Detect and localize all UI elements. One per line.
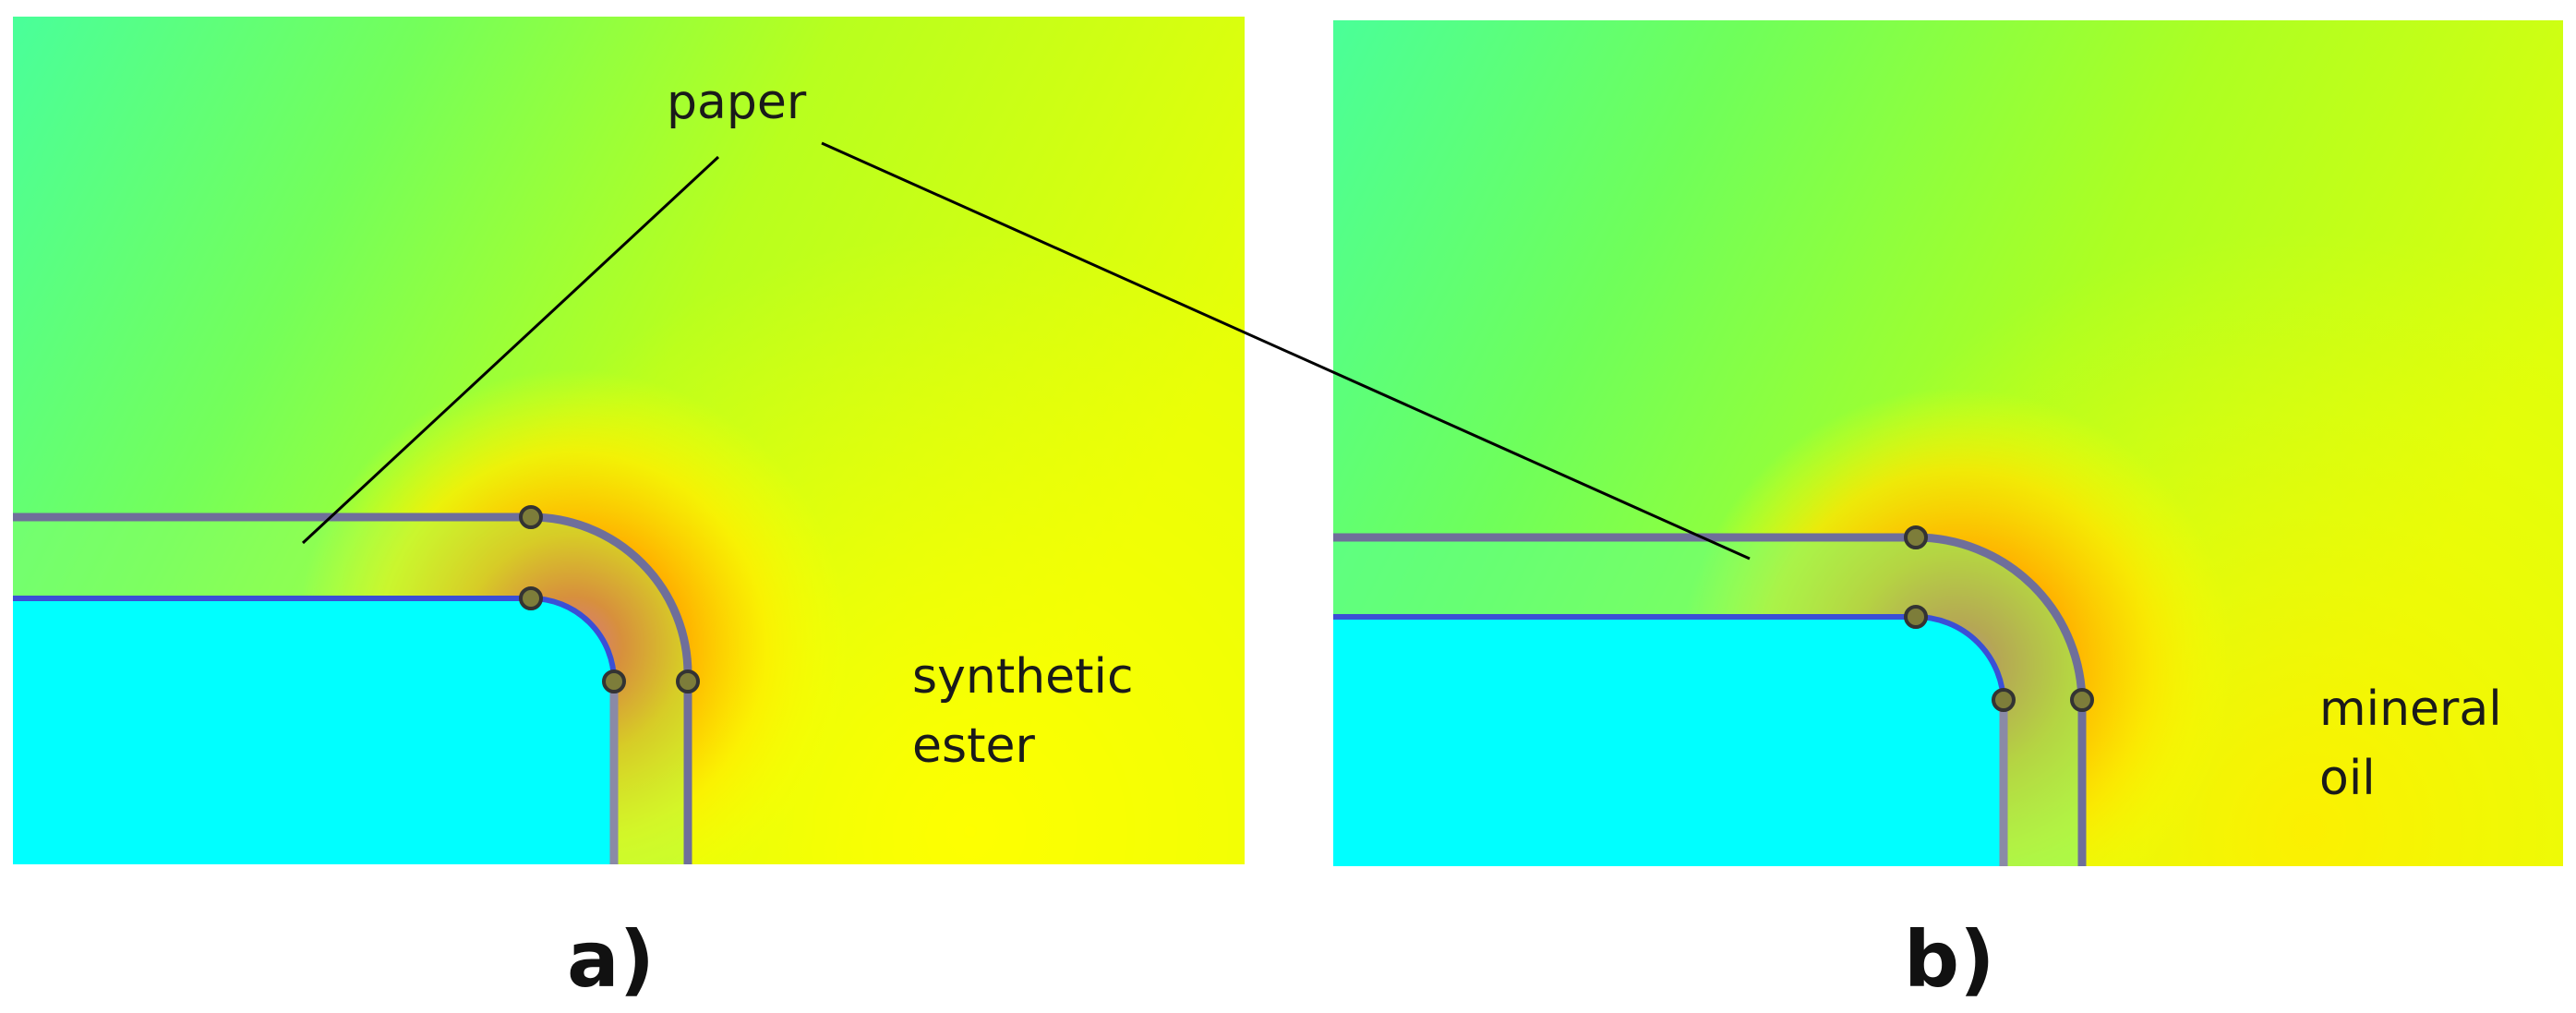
panel-a-paper-layer [13, 517, 688, 864]
panel-a-medium-label-line1: synthetic [912, 649, 1134, 705]
panel-b-mesh-nodes [1904, 525, 2094, 712]
paper-label: paper [667, 75, 807, 130]
panel-a-conductor [13, 598, 614, 864]
panel-b-medium-label-line2: oil [2319, 751, 2376, 806]
panel-b-conductor [1333, 617, 2004, 866]
panel-b [1333, 20, 2563, 866]
panel-a-medium-label-line2: ester [912, 718, 1035, 774]
leader-line-b [821, 141, 1751, 561]
panel-b-medium-label-line1: mineral [2319, 681, 2502, 737]
panel-b-caption: b) [1904, 914, 1995, 1005]
panel-a [13, 17, 1245, 864]
paper-leader-lines [301, 141, 1751, 561]
leader-line-a [301, 155, 720, 545]
panel-a-paper-outline [13, 513, 692, 864]
panel-a-mesh-nodes [519, 505, 700, 693]
panel-b-paper-outline [1333, 533, 2087, 866]
panel-a-caption: a) [567, 914, 655, 1005]
